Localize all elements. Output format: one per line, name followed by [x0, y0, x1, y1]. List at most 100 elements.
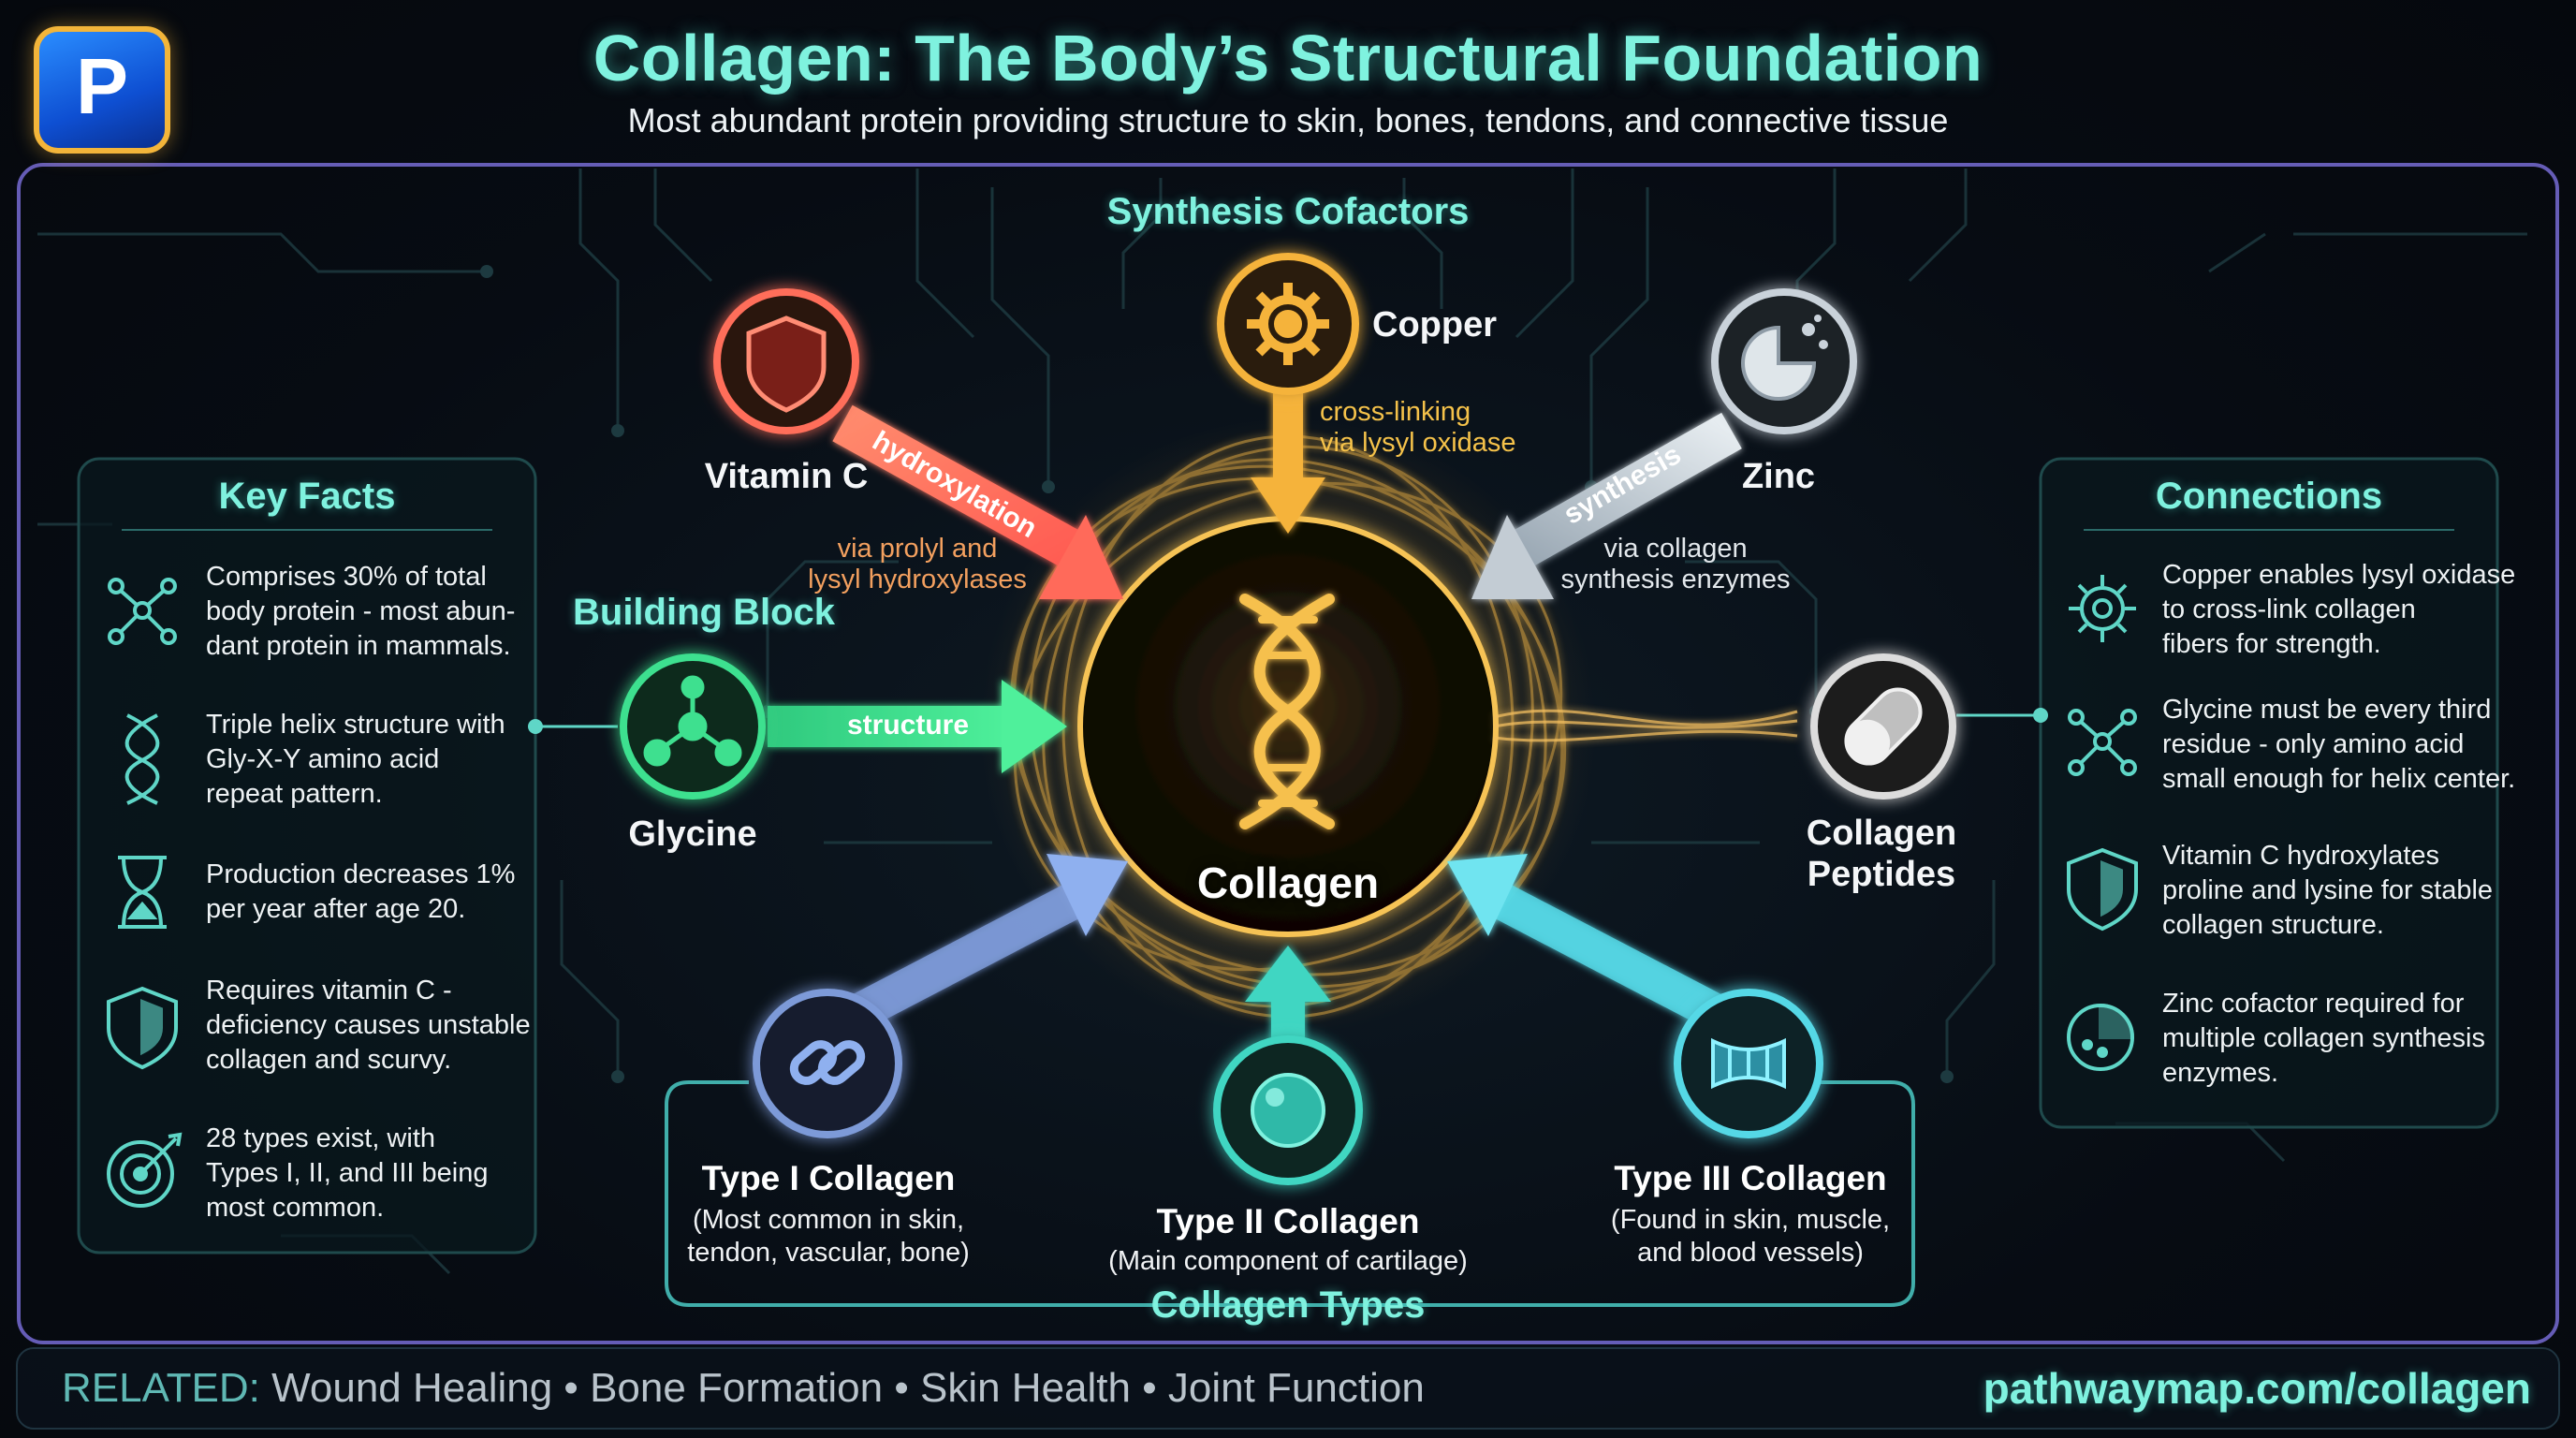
molecule-icon	[2068, 709, 2137, 776]
gear-icon	[1247, 283, 1329, 365]
fact-line: dant protein in mammals.	[206, 631, 511, 661]
note-copper: cross-linking via lysyl oxidase	[1320, 397, 1516, 459]
fact-line: most common.	[206, 1193, 385, 1223]
connection-item: Zinc cofactor required for multiple coll…	[2162, 987, 2485, 1091]
connections-panel	[2039, 457, 2499, 1129]
key-fact-item: Requires vitamin C - deficiency causes u…	[206, 974, 531, 1078]
section-label-building-block: Building Block	[573, 592, 835, 633]
desc-line: (Most common in skin,	[692, 1205, 965, 1235]
connection-line: to cross-link collagen	[2162, 594, 2416, 624]
target-icon	[107, 1132, 183, 1208]
arrow-zinc	[1471, 412, 1742, 599]
arrow-copper	[1251, 384, 1325, 534]
related-link-skin-health[interactable]: Skin Health	[919, 1365, 1131, 1411]
connection-item: Glycine must be every third residue - on…	[2162, 693, 2515, 797]
connection-item: Vitamin C hydroxylates proline and lysin…	[2162, 839, 2493, 943]
shield-icon	[107, 986, 178, 1070]
connection-line: small enough for helix center.	[2162, 764, 2516, 794]
node-label-vitamin-c: Vitamin C	[704, 457, 869, 496]
node-label-glycine: Glycine	[628, 814, 757, 854]
connection-line: Glycine must be every third	[2162, 695, 2492, 725]
desc-line: (Main component of cartilage)	[1108, 1246, 1468, 1276]
gear-icon	[2069, 575, 2136, 642]
capsule-icon	[1844, 687, 1923, 766]
note-line: cross-linking	[1320, 397, 1471, 427]
fact-line: Comprises 30% of total	[206, 562, 487, 592]
type3-title: Type III Collagen	[1614, 1159, 1887, 1197]
separator: •	[883, 1365, 920, 1411]
fact-line: body protein - most abun-	[206, 596, 516, 626]
circuit-traces	[37, 169, 2527, 1275]
key-fact-item: Production decreases 1% per year after a…	[206, 858, 515, 927]
fact-line: Requires vitamin C -	[206, 976, 452, 1005]
note-zinc: via collagen synthesis enzymes	[1535, 534, 1816, 595]
arrow-vitamin-c	[832, 404, 1123, 599]
note-line: lysyl hydroxylases	[808, 565, 1027, 594]
fact-line: Gly-X-Y amino acid	[206, 744, 440, 774]
separator: •	[552, 1365, 591, 1411]
brand-logo[interactable]: P	[34, 26, 170, 154]
fact-line: Types I, II, and III being	[206, 1158, 489, 1188]
edge-label-structure: structure	[846, 710, 970, 741]
energy-peptides	[1493, 709, 1798, 742]
connection-line: Vitamin C hydroxylates	[2162, 841, 2440, 871]
key-facts-title: Key Facts	[218, 476, 396, 517]
section-label-collagen-types: Collagen Types	[1150, 1284, 1426, 1326]
key-fact-item: Triple helix structure with Gly-X-Y amin…	[206, 708, 505, 812]
arrow-type3	[1447, 854, 1722, 1028]
desc-line: and blood vessels)	[1637, 1238, 1864, 1268]
shield-icon	[2067, 847, 2138, 932]
node-label-zinc: Zinc	[1741, 457, 1816, 496]
main-frame	[17, 163, 2559, 1344]
type1-desc: (Most common in skin, tendon, vascular, …	[655, 1204, 1002, 1269]
footer-url-link[interactable]: pathwaymap.com/collagen	[1983, 1364, 2531, 1413]
molecule-icon	[643, 675, 742, 767]
molecule-icon	[108, 578, 177, 645]
footer-bar	[16, 1347, 2560, 1430]
shield-icon	[746, 315, 827, 413]
node-label-peptides: Collagen Peptides	[1769, 813, 1994, 895]
note-line: via lysyl oxidase	[1320, 428, 1516, 458]
page-title: Collagen: The Body’s Structural Foundati…	[593, 22, 1983, 95]
connection-line: fibers for strength.	[2162, 629, 2381, 659]
key-fact-item: Comprises 30% of total body protein - mo…	[206, 560, 515, 664]
connection-line: multiple collagen synthesis	[2162, 1023, 2485, 1053]
dna-icon	[124, 713, 160, 805]
pie-chart-icon	[1741, 315, 1828, 401]
note-vitamin-c: via prolyl and lysyl hydroxylases	[768, 534, 1067, 595]
connection-line: Zinc cofactor required for	[2162, 989, 2465, 1019]
hourglass-icon	[118, 856, 167, 929]
pie-icon	[2067, 1003, 2135, 1071]
arrow-type1	[852, 854, 1128, 1028]
fact-line: Production decreases 1%	[206, 859, 516, 889]
fiber-icon	[1711, 1037, 1786, 1090]
fact-line: Triple helix structure with	[206, 710, 505, 740]
desc-line: (Found in skin, muscle,	[1610, 1205, 1891, 1235]
fact-line: repeat pattern.	[206, 779, 383, 809]
sphere-icon	[1251, 1073, 1325, 1148]
type2-title: Type II Collagen	[1156, 1202, 1420, 1240]
note-line: via prolyl and	[837, 534, 998, 564]
key-fact-item: 28 types exist, with Types I, II, and II…	[206, 1122, 488, 1225]
label-line: Peptides	[1807, 855, 1956, 894]
related-link-bone-formation[interactable]: Bone Formation	[590, 1365, 884, 1411]
fact-line: 28 types exist, with	[206, 1123, 435, 1153]
type1-title: Type I Collagen	[701, 1159, 956, 1197]
connections-title: Connections	[2155, 476, 2383, 517]
separator: •	[1131, 1365, 1168, 1411]
center-label: Collagen	[1196, 858, 1380, 907]
connection-line: enzymes.	[2162, 1058, 2279, 1088]
logo-letter: P	[75, 42, 129, 130]
fact-line: collagen and scurvy.	[206, 1045, 452, 1075]
related-links: RELATED: Wound Healing • Bone Formation …	[62, 1365, 1425, 1412]
note-line: via collagen	[1603, 534, 1748, 564]
type2-desc: (Main component of cartilage)	[1082, 1245, 1494, 1278]
label-line: Collagen	[1806, 814, 1957, 853]
related-link-joint-function[interactable]: Joint Function	[1167, 1365, 1425, 1411]
connection-line: collagen structure.	[2162, 910, 2384, 940]
fact-line: deficiency causes unstable	[206, 1010, 531, 1040]
fact-line: per year after age 20.	[206, 894, 466, 924]
related-link-wound-healing[interactable]: Wound Healing	[271, 1365, 553, 1411]
